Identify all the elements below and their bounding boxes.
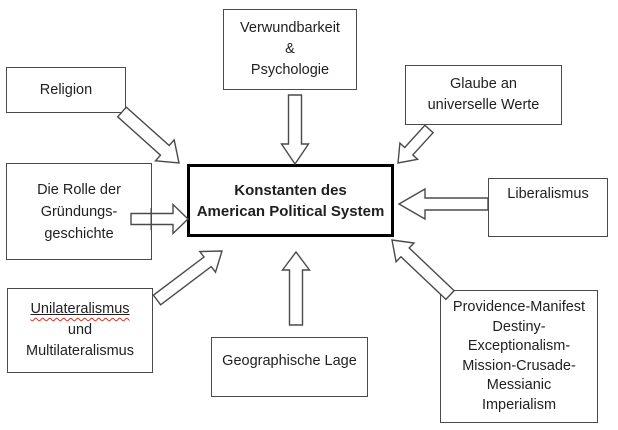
node-religion-label: Religion: [39, 81, 93, 98]
arrow-unilateralismus-to-center: [152, 250, 223, 306]
node-glaube-universelle-werte: Glaube an universelle Werte: [405, 65, 562, 125]
node-center-konstanten: Konstanten des American Political System: [187, 164, 394, 237]
node-religion: Religion: [6, 67, 126, 113]
center-title-line: American Political System: [196, 202, 385, 220]
node-providence-imperialism: Providence-Manifest Destiny- Exceptional…: [440, 290, 598, 423]
node-unilateralismus-multilateralismus: Unilateralismus und Multilateralismus: [7, 288, 153, 373]
node-glaube-line: universelle Werte: [427, 97, 540, 113]
node-providence-line: Imperialism: [481, 396, 557, 413]
node-liberalismus: Liberalismus: [488, 178, 608, 237]
arrow-liberalismus-to-center: [397, 187, 489, 221]
underlined-word: Unilateralismus: [30, 301, 129, 317]
node-geographische-label: Geographische Lage: [222, 353, 357, 369]
node-unilateralismus-line: Unilateralismus: [8, 299, 152, 320]
arrow-verwundbarkeit-to-center: [280, 94, 310, 166]
node-rolle-gruendungsgeschichte: Die Rolle der Gründungs- geschichte: [6, 163, 152, 260]
node-verwundbarkeit-line: Verwundbarkeit: [240, 20, 340, 36]
node-providence-line: Mission-Crusade-: [462, 357, 576, 374]
arrow-glaube-to-center: [397, 124, 435, 164]
node-rolle-line: Die Rolle der: [37, 181, 121, 198]
node-verwundbarkeit-psychologie: Verwundbarkeit & Psychologie: [223, 9, 357, 90]
arrow-geographische-to-center: [281, 250, 311, 326]
node-unilateralismus-line: und: [67, 322, 93, 338]
arrow-religion-to-center: [116, 106, 180, 164]
node-providence-line: Messianic: [486, 377, 552, 393]
node-providence-line: Destiny-: [492, 318, 546, 335]
node-unilateralismus-line: Multilateralismus: [26, 343, 134, 359]
center-title-line: Konstanten des: [234, 181, 347, 199]
node-liberalismus-label: Liberalismus: [507, 186, 589, 202]
node-providence-line: Providence-Manifest: [452, 299, 586, 315]
node-rolle-line: geschichte: [44, 225, 114, 242]
node-rolle-line: Gründungs-: [40, 203, 118, 220]
node-geographische-lage: Geographische Lage: [211, 337, 368, 397]
node-verwundbarkeit-line: &: [285, 41, 295, 57]
node-verwundbarkeit-line: Psychologie: [250, 62, 330, 78]
spellcheck-marked-word: Unilateralismus: [30, 301, 130, 317]
node-providence-line: Exceptionalism-: [467, 338, 571, 354]
node-glaube-line: Glaube an: [450, 76, 517, 92]
